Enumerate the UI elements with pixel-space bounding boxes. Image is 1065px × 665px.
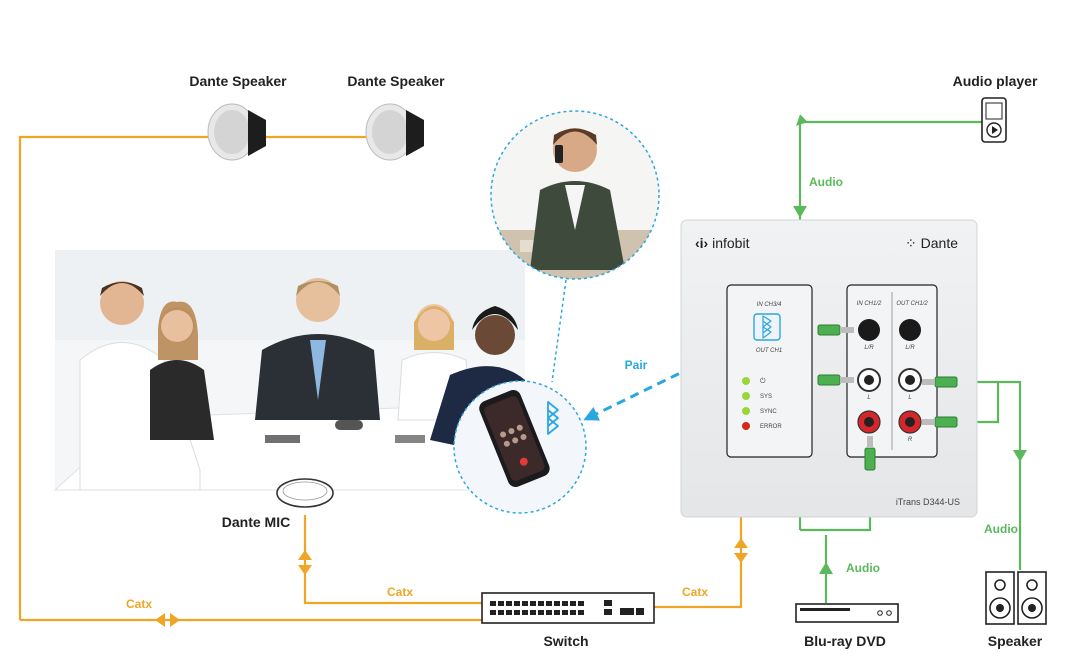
catx-label-right: Catx [682,585,708,599]
dante-speaker-1 [207,103,266,161]
device-brand: ‹i› infobit [695,235,750,251]
led-sync-label: SYNC [760,409,777,415]
catx-arrow-mic-down [298,565,312,575]
plug-in-l [817,374,854,386]
out-ch12-label: OUT CH1/2 [896,301,928,307]
catx-label-left: Catx [126,597,152,611]
r-out-label: R [908,437,913,443]
device-bluetooth-icon [762,315,772,339]
speaker-pair-icon [985,571,1047,625]
rca-out-l[interactable] [898,368,922,392]
rca-in-r[interactable] [857,410,881,434]
bluetooth-icon [547,401,559,435]
out-ch1-label: OUT CH1 [756,348,782,354]
catx-arrow-mic-up [298,550,312,560]
rca-in-l[interactable] [857,368,881,392]
table-tablet [265,435,300,443]
jack-out-lr[interactable] [899,319,921,341]
audio-arrow-down-speaker [1013,450,1027,462]
dante-mic [276,478,334,508]
table-notebook [395,435,425,443]
audio-player-label: Audio player [953,73,1038,89]
switch-label: Switch [543,633,588,649]
l-in-label: L [867,395,870,401]
switch-icon [481,592,655,624]
bluray-label: Blu-ray DVD [804,633,886,649]
pair-label: Pair [625,358,648,372]
led-power-label: ⏻ [760,377,766,385]
led-power [742,377,750,385]
audio-label-bottom: Audio [846,561,880,575]
audio-label-right: Audio [984,522,1018,536]
audio-arrow-down-player [793,206,807,218]
device-left-panel [726,284,813,458]
catx-arrow-dev-down [734,553,748,563]
lr-in-label: L/R [864,345,874,351]
audio-plugs [817,324,958,471]
device-dante-logo: ⁘ Dante [905,235,958,251]
audio-label-top: Audio [809,175,843,189]
plug-in-r [864,436,876,471]
catx-wiring [18,135,743,622]
led-sys-label: SYS [760,394,772,400]
catx-arrow-left-b [170,613,180,627]
lr-out-label: L/R [905,345,915,351]
catx-arrow-left-a [155,613,165,627]
itrans-device: ‹i› infobit ⁘ Dante IN CH3/4 OUT CH1 ⏻ S… [680,219,978,518]
in-ch34-label: IN CH3/4 [757,302,782,308]
dante-mic-label: Dante MIC [222,514,290,530]
speaker-label: Speaker [988,633,1043,649]
plug-in-lr [817,324,854,336]
in-ch12-label: IN CH1/2 [857,301,882,307]
person-2 [150,301,214,440]
bluetooth-pair-button[interactable] [753,313,781,341]
led-sync [742,407,750,415]
catx-arrows [155,538,748,627]
dante-speaker-2 [365,103,424,161]
phone-bubble [453,380,587,514]
meeting-photo [53,250,525,491]
audio-arrows [793,206,1027,574]
caller-connector [551,279,567,383]
audio-player-icon [981,97,1007,143]
plug-out-l [922,376,958,388]
caller-bubble [490,110,660,280]
device-model: iTrans D344-US [896,497,960,507]
dante-speaker-1-label: Dante Speaker [189,73,287,89]
catx-label-mid: Catx [387,585,413,599]
jack-in-lr[interactable] [858,319,880,341]
person-3 [255,278,380,420]
rca-out-r[interactable] [898,410,922,434]
catx-arrow-dev-up [734,538,748,548]
led-error-label: ERROR [760,424,782,430]
bluray-icon [795,603,899,623]
plug-out-r [922,416,958,428]
table-phone [335,420,363,430]
led-error [742,422,750,430]
audio-arrow-up-bluray [819,562,833,574]
catx-wire-speakers-loop [18,135,380,620]
l-out-label: L [908,395,911,401]
catx-wire-mic [303,515,482,605]
dante-speaker-2-label: Dante Speaker [347,73,445,89]
led-sys [742,392,750,400]
